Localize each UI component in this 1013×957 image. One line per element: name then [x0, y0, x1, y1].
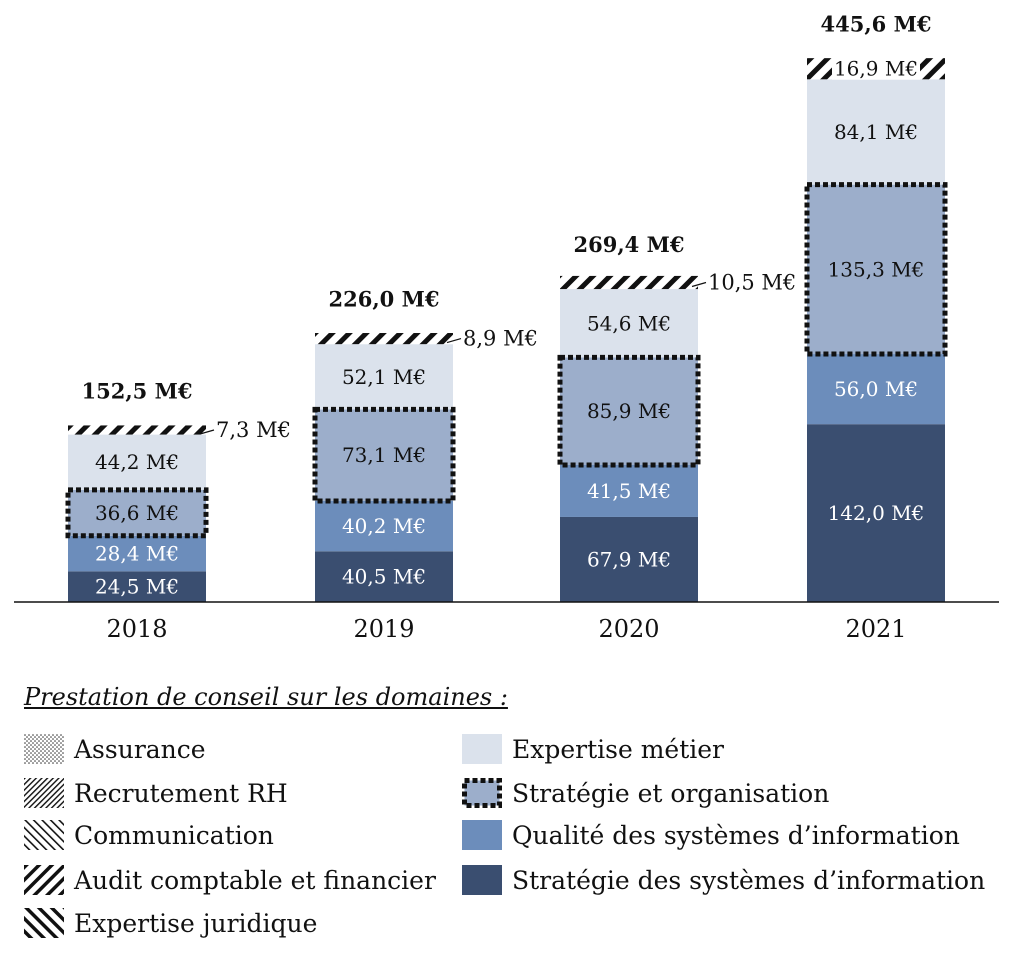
bar-segment	[315, 409, 453, 501]
legend-item: Stratégie des systèmes d’information	[462, 863, 985, 897]
data-label: 40,5 M€	[342, 565, 426, 589]
bar-segment	[560, 289, 698, 358]
bar-segment	[807, 424, 945, 602]
legend-item: Assurance	[24, 732, 206, 766]
legend-swatch	[24, 908, 64, 938]
legend-swatch	[462, 778, 502, 808]
bar-segment	[560, 275, 698, 290]
total-label: 152,5 M€	[82, 379, 193, 404]
legend-swatch	[24, 865, 64, 895]
legend-label: Stratégie des systèmes d’information	[512, 865, 986, 895]
data-label: 44,2 M€	[95, 450, 179, 474]
dotted-outline	[557, 354, 701, 468]
data-label: 67,9 M€	[587, 547, 671, 571]
legend-swatch	[24, 820, 64, 850]
bar-segment	[807, 354, 945, 425]
dotted-outline	[312, 406, 456, 504]
bar-segment	[68, 535, 206, 572]
data-label: 10,5 M€	[708, 270, 796, 294]
data-label: 7,3 M€	[216, 418, 291, 442]
leader-line	[199, 429, 215, 435]
legend-swatch	[24, 778, 64, 808]
x-tick-label: 2019	[353, 615, 414, 643]
labels-layer: 24,5 M€ 28,4 M€ 36,6 M€ 44,2 M€ 7,3 M€ 152,5 …	[82, 12, 932, 599]
legend-swatch	[462, 820, 502, 850]
bar-segment	[315, 344, 453, 410]
bar-segment	[315, 551, 453, 602]
legend-label: Qualité des systèmes d’information	[512, 820, 960, 850]
bar-segment	[315, 500, 453, 552]
data-label: 73,1 M€	[342, 443, 426, 467]
data-label: 16,9 M€	[834, 57, 918, 81]
legend-swatch	[24, 734, 64, 764]
legend-label: Stratégie et organisation	[512, 778, 830, 808]
dotted-outline	[65, 487, 209, 539]
data-label: 135,3 M€	[828, 257, 925, 281]
x-tick-label: 2018	[106, 615, 167, 643]
data-label: 36,6 M€	[95, 501, 179, 525]
legend-label: Communication	[74, 820, 274, 850]
legend-item: Recrutement RH	[24, 776, 288, 810]
legend-swatch	[462, 734, 502, 764]
legend-label: Recrutement RH	[74, 778, 288, 808]
bar-segment	[807, 79, 945, 185]
bar-segment	[68, 425, 206, 435]
dotted-outline	[804, 182, 948, 357]
bar-segment	[560, 465, 698, 517]
data-label: 52,1 M€	[342, 365, 426, 389]
data-label: 41,5 M€	[587, 479, 671, 503]
stacked-bar-chart: 24,5 M€ 28,4 M€ 36,6 M€ 44,2 M€ 7,3 M€ 152,5 …	[14, 12, 999, 643]
legend-label: Assurance	[74, 734, 206, 764]
data-label: 85,9 M€	[587, 399, 671, 423]
legend-item: Audit comptable et financier	[24, 863, 436, 897]
legend-item: Communication	[24, 818, 274, 852]
legend-label: Expertise métier	[512, 734, 724, 764]
x-tick-label: 2020	[598, 615, 659, 643]
label-background	[832, 57, 920, 80]
leader-line	[446, 338, 462, 344]
bar-segment	[560, 357, 698, 466]
data-label: 54,6 M€	[587, 311, 671, 335]
bar-segment	[807, 184, 945, 355]
legend-item: Expertise juridique	[24, 906, 317, 940]
legend-item: Qualité des systèmes d’information	[462, 818, 960, 852]
data-label: 28,4 M€	[95, 542, 179, 566]
data-label: 56,0 M€	[834, 377, 918, 401]
data-label: 142,0 M€	[828, 501, 925, 525]
data-label: 24,5 M€	[95, 575, 179, 599]
bar-segment	[560, 516, 698, 602]
total-label: 269,4 M€	[574, 232, 685, 257]
legend-item: Expertise métier	[462, 732, 724, 766]
data-label: 84,1 M€	[834, 120, 918, 144]
bar-segment	[68, 434, 206, 490]
x-tick-label: 2021	[845, 615, 906, 643]
bar-segment	[68, 571, 206, 602]
legend-label: Audit comptable et financier	[74, 865, 436, 895]
total-label: 226,0 M€	[329, 286, 440, 311]
data-label: 8,9 M€	[463, 327, 538, 351]
bar-segment	[315, 333, 453, 345]
legend-item: Stratégie et organisation	[462, 776, 829, 810]
legend-swatch	[462, 865, 502, 895]
bars-layer	[65, 58, 948, 602]
legend-label: Expertise juridique	[74, 908, 318, 938]
legend-title: Prestation de conseil sur les domaines :	[24, 683, 508, 711]
bar-segment	[68, 489, 206, 536]
data-label: 40,2 M€	[342, 514, 426, 538]
leader-line	[691, 281, 707, 288]
total-label: 445,6 M€	[821, 12, 932, 37]
x-axis-ticks: 2018 2019 2020 2021	[106, 615, 906, 643]
